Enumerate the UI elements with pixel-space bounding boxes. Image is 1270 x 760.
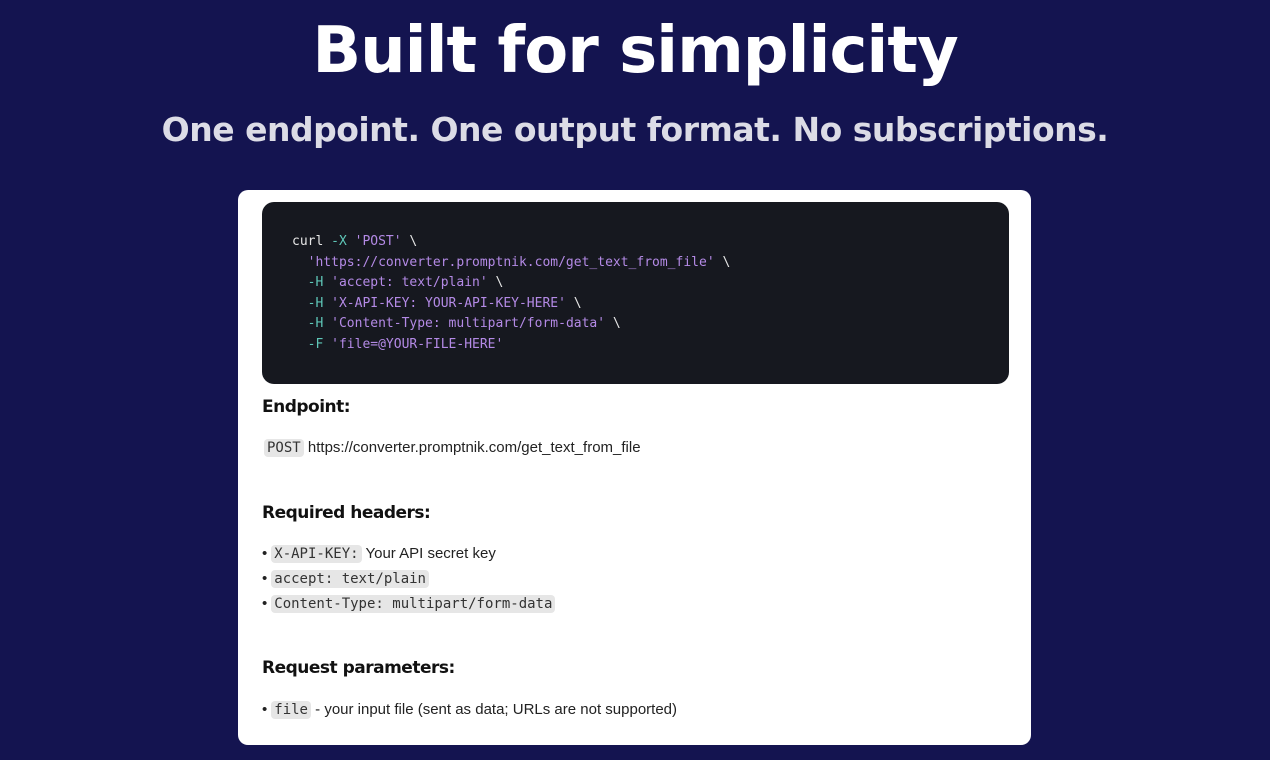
curl-code-block: curl -X 'POST' \ 'https://converter.prom… — [262, 202, 1009, 384]
code-flag: -H — [307, 275, 324, 291]
code-line: -H 'accept: text/plain' \ — [292, 273, 1009, 294]
code-text: \ — [714, 254, 731, 270]
code-flag: -X — [331, 234, 347, 249]
param-code: file — [271, 701, 311, 719]
code-text — [323, 316, 331, 331]
hero-title: Built for simplicity — [312, 14, 958, 88]
code-text — [292, 275, 308, 290]
code-line: -H 'Content-Type: multipart/form-data' \ — [292, 314, 1009, 335]
code-text: \ — [565, 295, 582, 311]
code-text — [323, 296, 331, 311]
code-str: 'Content-Type: multipart/form-data' — [331, 316, 606, 332]
api-docs-card: curl -X 'POST' \ 'https://converter.prom… — [238, 190, 1031, 745]
code-text — [323, 275, 331, 290]
param-item: •file - your input file (sent as data; U… — [262, 701, 678, 719]
code-str: 'POST' — [354, 234, 402, 249]
code-text: curl — [292, 234, 332, 249]
param-desc: - your input file (sent as data; URLs ar… — [315, 701, 678, 718]
endpoint-line: POST https://converter.promptnik.com/get… — [264, 439, 641, 457]
code-str: 'accept: text/plain' — [331, 275, 488, 291]
header-item: •accept: text/plain — [262, 570, 429, 588]
code-line: -F 'file=@YOUR-FILE-HERE' — [292, 335, 1009, 356]
code-flag: -H — [307, 316, 324, 332]
code-text — [347, 234, 355, 249]
headers-heading: Required headers: — [262, 503, 431, 523]
method-chip: POST — [264, 439, 304, 457]
code-flag: -H — [307, 295, 324, 311]
code-text — [292, 316, 308, 331]
params-heading: Request parameters: — [262, 658, 455, 678]
endpoint-heading: Endpoint: — [262, 397, 351, 417]
header-item: •Content-Type: multipart/form-data — [262, 595, 556, 613]
code-text — [292, 296, 308, 311]
header-code: Content-Type: multipart/form-data — [271, 595, 556, 613]
code-str: 'https://converter.promptnik.com/get_tex… — [307, 254, 715, 270]
hero-subtitle: One endpoint. One output format. No subs… — [161, 110, 1109, 149]
code-line: 'https://converter.promptnik.com/get_tex… — [292, 253, 1009, 274]
code-str: 'X-API-KEY: YOUR-API-KEY-HERE' — [331, 295, 566, 311]
header-code: X-API-KEY: — [271, 545, 362, 563]
code-str: 'file=@YOUR-FILE-HERE' — [331, 336, 504, 352]
header-item: •X-API-KEY: Your API secret key — [262, 545, 496, 563]
code-text: \ — [605, 316, 621, 332]
bullet: • — [262, 545, 268, 562]
code-text — [292, 255, 308, 270]
endpoint-url: https://converter.promptnik.com/get_text… — [307, 439, 641, 456]
code-text: \ — [401, 234, 418, 249]
header-desc: Your API secret key — [365, 545, 496, 562]
bullet: • — [262, 701, 268, 718]
code-text — [292, 337, 308, 352]
code-flag: -F — [307, 336, 324, 352]
code-text — [323, 337, 331, 352]
bullet: • — [262, 570, 268, 587]
header-code: accept: text/plain — [271, 570, 429, 588]
code-text: \ — [487, 275, 504, 291]
code-line: -H 'X-API-KEY: YOUR-API-KEY-HERE' \ — [292, 294, 1009, 315]
bullet: • — [262, 595, 268, 612]
code-line: curl -X 'POST' \ — [292, 232, 1009, 253]
